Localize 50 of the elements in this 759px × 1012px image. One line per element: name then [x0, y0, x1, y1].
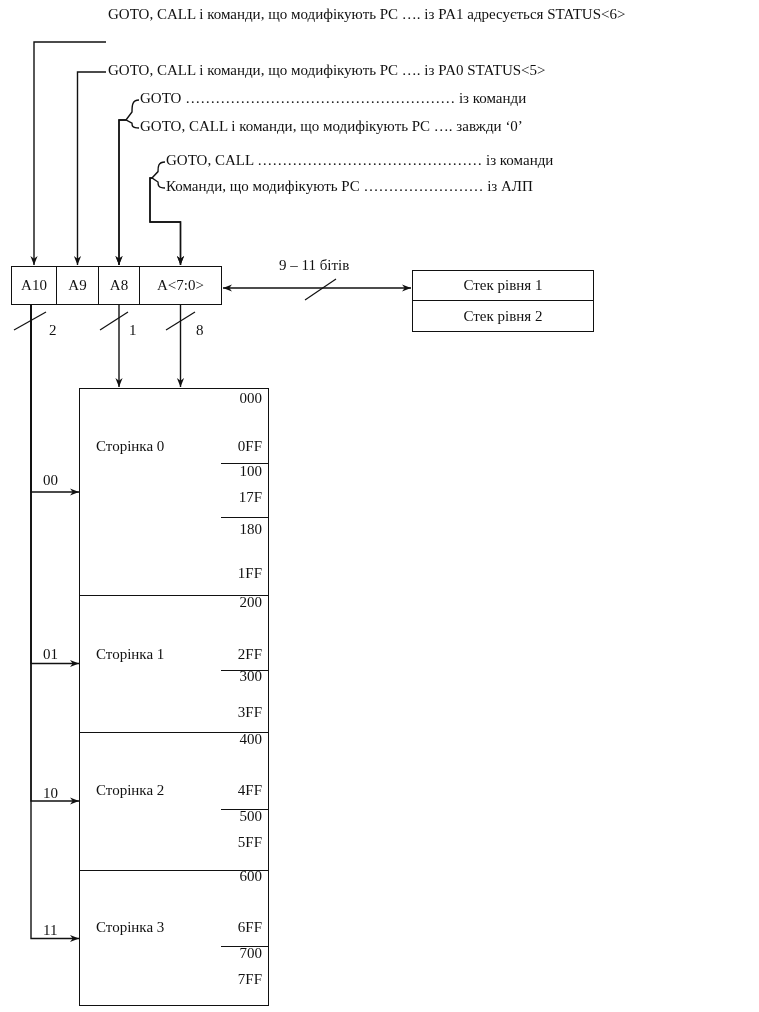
register-cell: A8	[98, 266, 140, 305]
instruction-note: GOTO, CALL і команди, що модифікують PC …. завжди ‘0’	[140, 118, 620, 138]
arrow	[222, 284, 412, 292]
page-label: Сторінка 2	[96, 782, 165, 798]
page-label: Сторінка 0	[96, 438, 165, 454]
instruction-note: GOTO ……………………………………………… із команди	[140, 90, 620, 110]
address-label: 500	[239, 808, 262, 824]
edge-label: 8	[195, 322, 205, 338]
arrow	[115, 304, 123, 388]
edge-label: 9 – 11 бітів	[278, 257, 351, 273]
page-label: Сторінка 1	[96, 646, 165, 662]
edge-label: 00	[42, 472, 59, 488]
memory-block	[79, 388, 269, 1006]
address-label: 1FF	[237, 565, 262, 581]
address-label: 100	[239, 463, 262, 479]
bus-width-label: 2	[48, 322, 58, 338]
address-label: 2FF	[237, 646, 262, 662]
page-label: Сторінка 3	[96, 919, 165, 935]
stack-level-cell: Стек рівня 2	[412, 300, 594, 332]
address-label: 600	[239, 868, 262, 884]
address-label: 4FF	[237, 782, 262, 798]
arrow	[30, 304, 80, 943]
address-label: 5FF	[237, 834, 262, 850]
instruction-note: Команди, що модифікують PC …………………… із АЛП	[166, 178, 646, 198]
address-label: 200	[239, 594, 262, 610]
address-label: 6FF	[237, 919, 262, 935]
address-label: 180	[239, 521, 262, 537]
arrow	[149, 177, 185, 266]
edge-label: 10	[42, 785, 59, 801]
instruction-note: GOTO, CALL і команди, що модифікують PC …. із PA0 STATUS<5>	[108, 62, 758, 82]
address-label: 17F	[238, 489, 262, 505]
address-label: 300	[239, 668, 262, 684]
arrow	[30, 41, 107, 266]
arrow	[176, 304, 185, 388]
address-label: 7FF	[237, 971, 262, 987]
edge-label: 11	[42, 922, 59, 938]
edge-label: 01	[42, 646, 59, 662]
address-label: 000	[239, 390, 262, 406]
address-label: 700	[239, 945, 262, 961]
instruction-note: GOTO, CALL ……………………………………… із команди	[166, 152, 646, 172]
arrow	[73, 71, 107, 266]
register-cell: A<7:0>	[139, 266, 222, 305]
address-label: 0FF	[237, 438, 262, 454]
instruction-note: GOTO, CALL і команди, що модифікують PC …. із PA1 адресується STATUS<6>	[108, 6, 708, 46]
register-cell: A9	[56, 266, 99, 305]
edge-label: 1	[128, 322, 138, 338]
address-label: 400	[239, 731, 262, 747]
register-cell: A10	[11, 266, 57, 305]
stack-level-cell: Стек рівня 1	[412, 270, 594, 301]
address-label: 3FF	[237, 704, 262, 720]
